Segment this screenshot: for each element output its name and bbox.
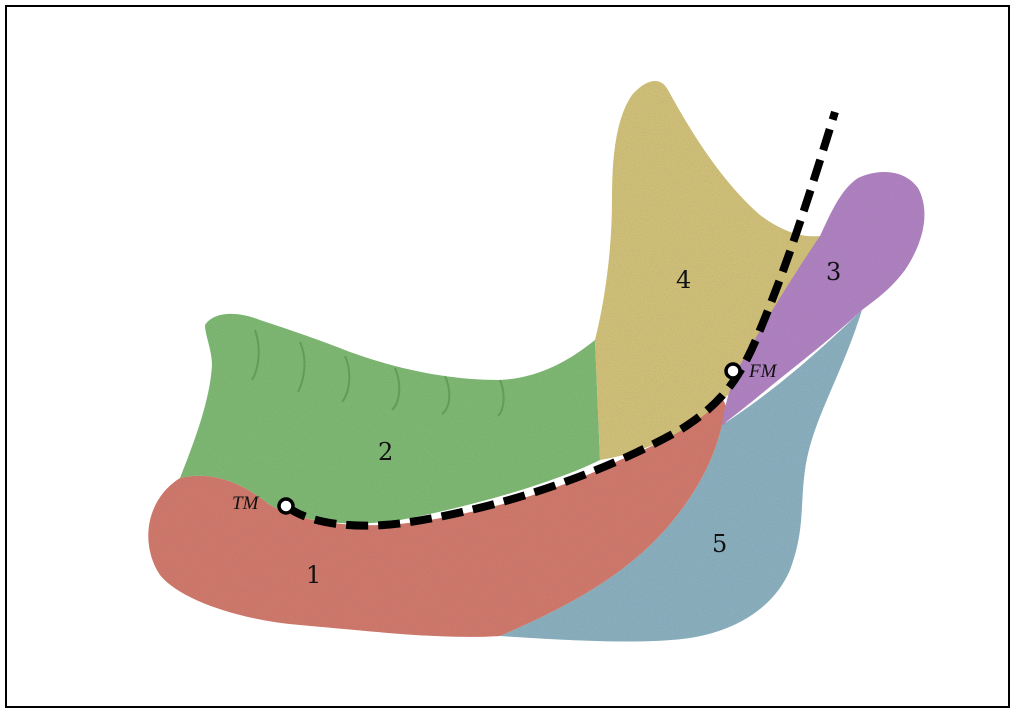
region-1-label: 1 xyxy=(306,561,321,589)
region-2-label: 2 xyxy=(378,438,393,466)
fm-marker-icon xyxy=(726,364,740,378)
region-4-label: 4 xyxy=(676,266,691,294)
region-5-label: 5 xyxy=(712,530,727,558)
tm-label: TM xyxy=(232,493,260,514)
fm-label: FM xyxy=(748,361,778,382)
tm-marker-icon xyxy=(279,499,293,513)
region-3-label: 3 xyxy=(826,258,841,286)
